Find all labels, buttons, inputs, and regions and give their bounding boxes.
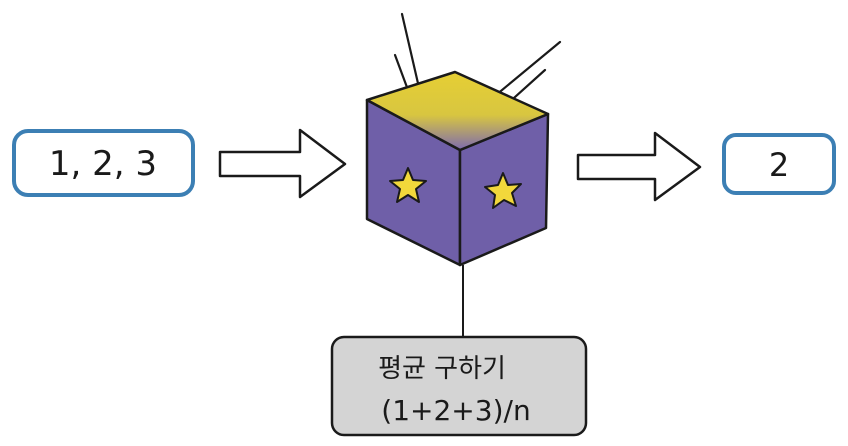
magic-cube-icon (365, 12, 562, 340)
star-icon (484, 172, 522, 209)
input-values: 1, 2, 3 (49, 144, 157, 184)
right-arrow-icon (576, 131, 702, 202)
star-icon (389, 167, 427, 203)
sparkle-lines (393, 12, 562, 108)
function-formula: (1+2+3)/n (381, 394, 530, 427)
input-box: 1, 2, 3 (12, 129, 195, 197)
right-arrow-icon (218, 128, 347, 199)
function-label-box: 평균 구하기 (1+2+3)/n (330, 335, 588, 437)
output-value: 2 (769, 146, 789, 184)
function-title: 평균 구하기 (378, 354, 506, 384)
output-box: 2 (722, 133, 836, 195)
